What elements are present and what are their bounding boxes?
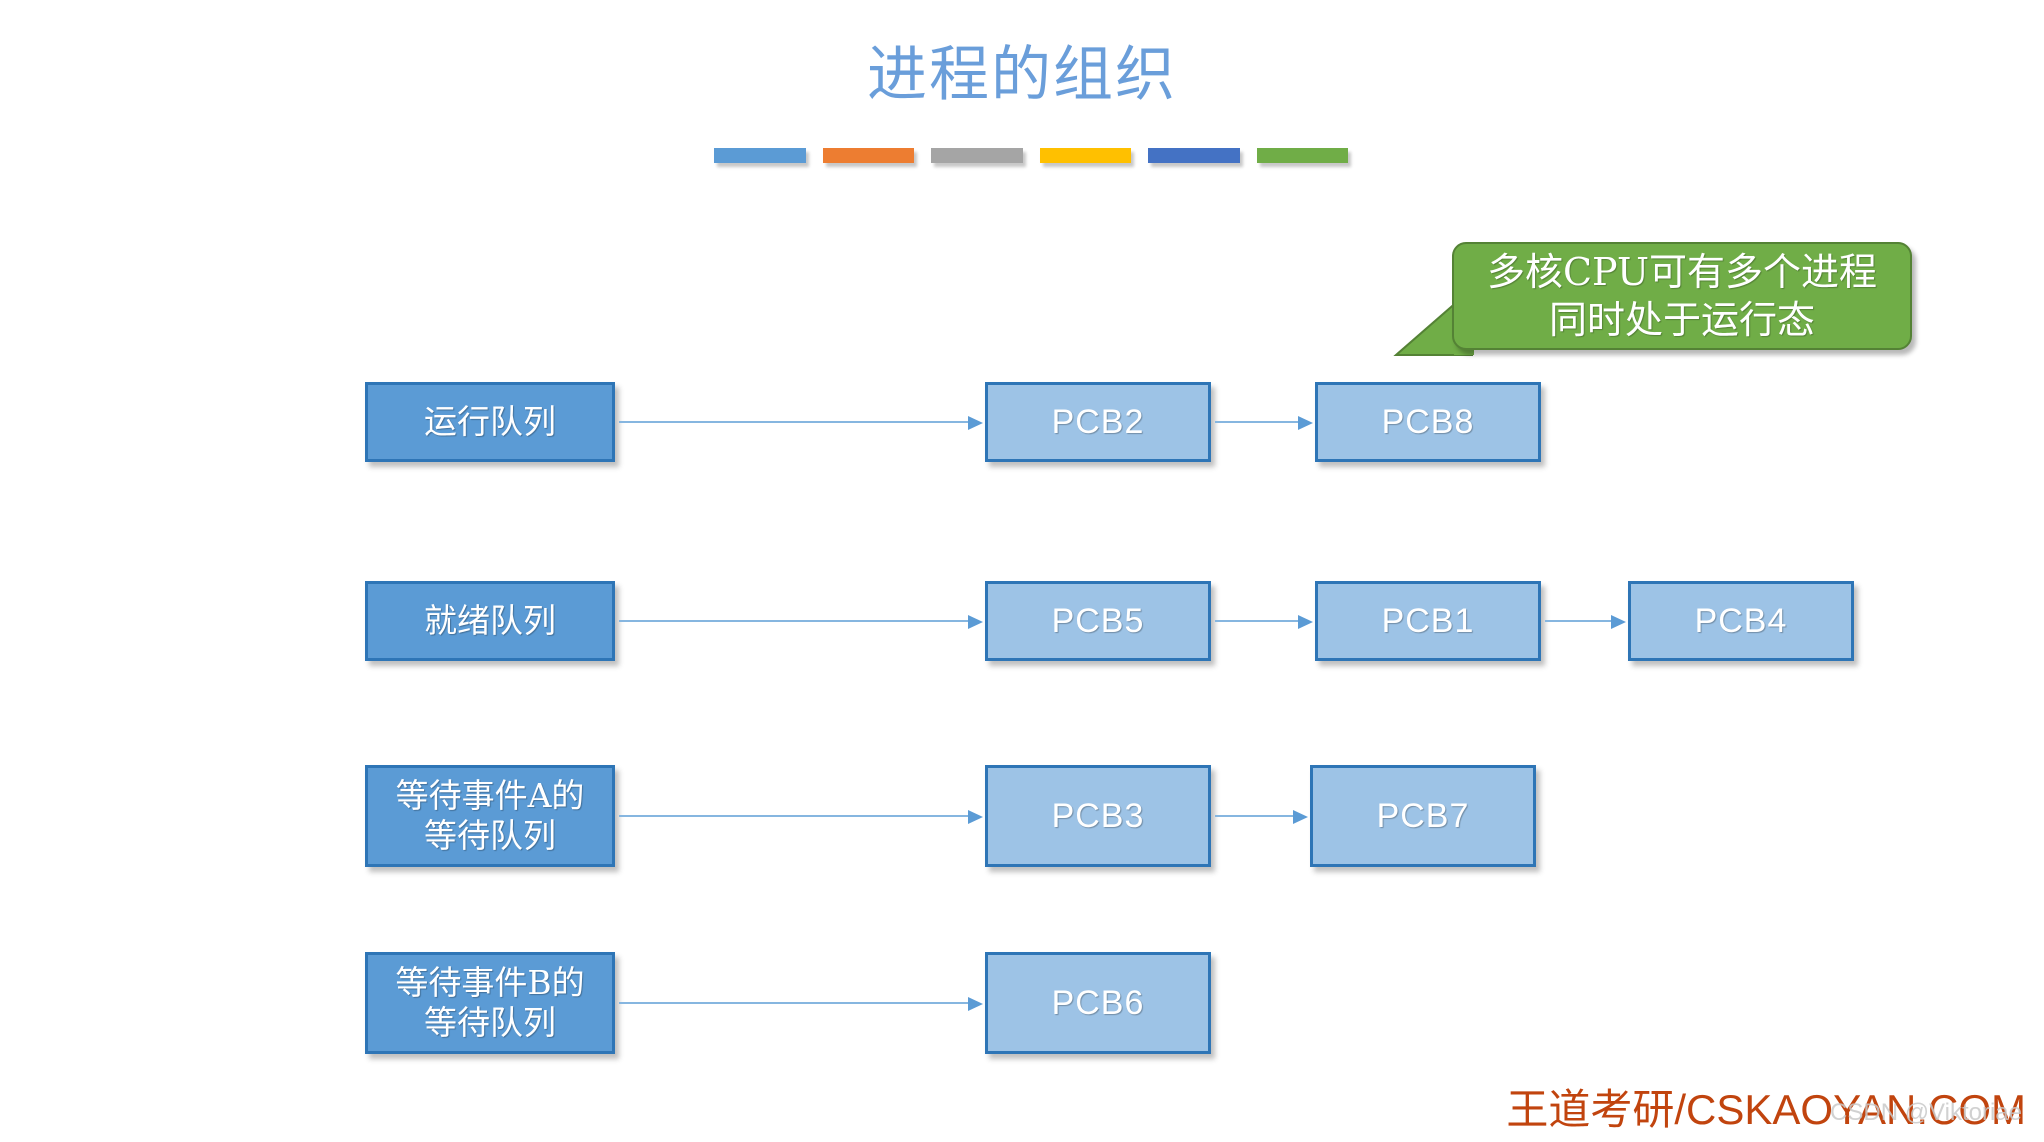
bar-yellow bbox=[1039, 148, 1131, 163]
arrow-shaft bbox=[1215, 620, 1299, 622]
arrow-pcb5-to-pcb1 bbox=[1215, 612, 1313, 630]
arrow-shaft bbox=[619, 421, 969, 423]
arrow-head-icon bbox=[968, 997, 983, 1011]
node-label-line-1: PCB7 bbox=[1376, 797, 1470, 835]
pcb-box-pcb6: PCB6 bbox=[985, 952, 1211, 1054]
pcb-box-pcb8: PCB8 bbox=[1315, 382, 1541, 462]
arrow-shaft bbox=[1215, 815, 1294, 817]
queue-box-ready-queue: 就绪队列 bbox=[365, 581, 615, 661]
node-label-line-1: PCB4 bbox=[1694, 602, 1788, 640]
arrow-head-icon bbox=[968, 615, 983, 629]
pcb-box-pcb3: PCB3 bbox=[985, 765, 1211, 867]
bar-dark-blue bbox=[1148, 148, 1240, 163]
node-label-line-2: 等待队列 bbox=[424, 1003, 556, 1042]
arrow-shaft bbox=[619, 620, 969, 622]
node-label-line-1: 运行队列 bbox=[424, 402, 556, 441]
bar-blue bbox=[714, 148, 806, 163]
node-label-line-1: PCB5 bbox=[1051, 602, 1145, 640]
node-label-line-1: 等待事件A的 bbox=[395, 776, 585, 815]
arrow-head-icon bbox=[1298, 615, 1313, 629]
node-label-line-1: PCB1 bbox=[1381, 602, 1475, 640]
callout-line-1: 多核CPU可有多个进程 bbox=[1486, 250, 1877, 294]
callout-line-2: 同时处于运行态 bbox=[1548, 298, 1815, 342]
callout-bubble: 多核CPU可有多个进程 同时处于运行态 bbox=[1452, 242, 1912, 350]
bar-green bbox=[1256, 148, 1348, 163]
queue-box-run-queue: 运行队列 bbox=[365, 382, 615, 462]
arrow-shaft bbox=[619, 1002, 969, 1004]
arrow-shaft bbox=[1215, 421, 1299, 423]
arrow-head-icon bbox=[1298, 416, 1313, 430]
queue-box-wait-queue-a: 等待事件A的等待队列 bbox=[365, 765, 615, 867]
pcb-box-pcb4: PCB4 bbox=[1628, 581, 1854, 661]
pcb-box-pcb2: PCB2 bbox=[985, 382, 1211, 462]
csdn-watermark: CSDN @Viktoriae bbox=[1830, 1099, 2022, 1126]
arrow-head-icon bbox=[1611, 615, 1626, 629]
node-label-line-1: PCB3 bbox=[1051, 797, 1145, 835]
node-label-line-1: 就绪队列 bbox=[424, 601, 556, 640]
arrow-shaft bbox=[1545, 620, 1612, 622]
node-label-line-1: PCB2 bbox=[1051, 403, 1145, 441]
arrow-shaft bbox=[619, 815, 969, 817]
pcb-box-pcb1: PCB1 bbox=[1315, 581, 1541, 661]
pcb-box-pcb5: PCB5 bbox=[985, 581, 1211, 661]
arrow-pcb3-to-pcb7 bbox=[1215, 807, 1308, 825]
arrow-head-icon bbox=[968, 416, 983, 430]
arrow-wait-queue-a-to-pcb3 bbox=[619, 807, 983, 825]
node-label-line-2: 等待队列 bbox=[424, 816, 556, 855]
arrow-pcb2-to-pcb8 bbox=[1215, 413, 1313, 431]
pcb-box-pcb7: PCB7 bbox=[1310, 765, 1536, 867]
bar-orange bbox=[822, 148, 914, 163]
node-label-line-1: 等待事件B的 bbox=[395, 963, 585, 1002]
arrow-pcb1-to-pcb4 bbox=[1545, 612, 1626, 630]
arrow-head-icon bbox=[968, 810, 983, 824]
footer-brand: 王道考研/CSKAOYAN.COM bbox=[1506, 1086, 2026, 1133]
accent-bar-group bbox=[714, 148, 1348, 168]
page-title: 进程的组织 bbox=[867, 40, 1177, 110]
arrow-wait-queue-b-to-pcb6 bbox=[619, 994, 983, 1012]
bar-gray bbox=[931, 148, 1023, 163]
queue-box-wait-queue-b: 等待事件B的等待队列 bbox=[365, 952, 615, 1054]
arrow-head-icon bbox=[1293, 810, 1308, 824]
node-label-line-1: PCB8 bbox=[1381, 403, 1475, 441]
arrow-run-queue-to-pcb2 bbox=[619, 413, 983, 431]
node-label-line-1: PCB6 bbox=[1051, 984, 1145, 1022]
arrow-ready-queue-to-pcb5 bbox=[619, 612, 983, 630]
